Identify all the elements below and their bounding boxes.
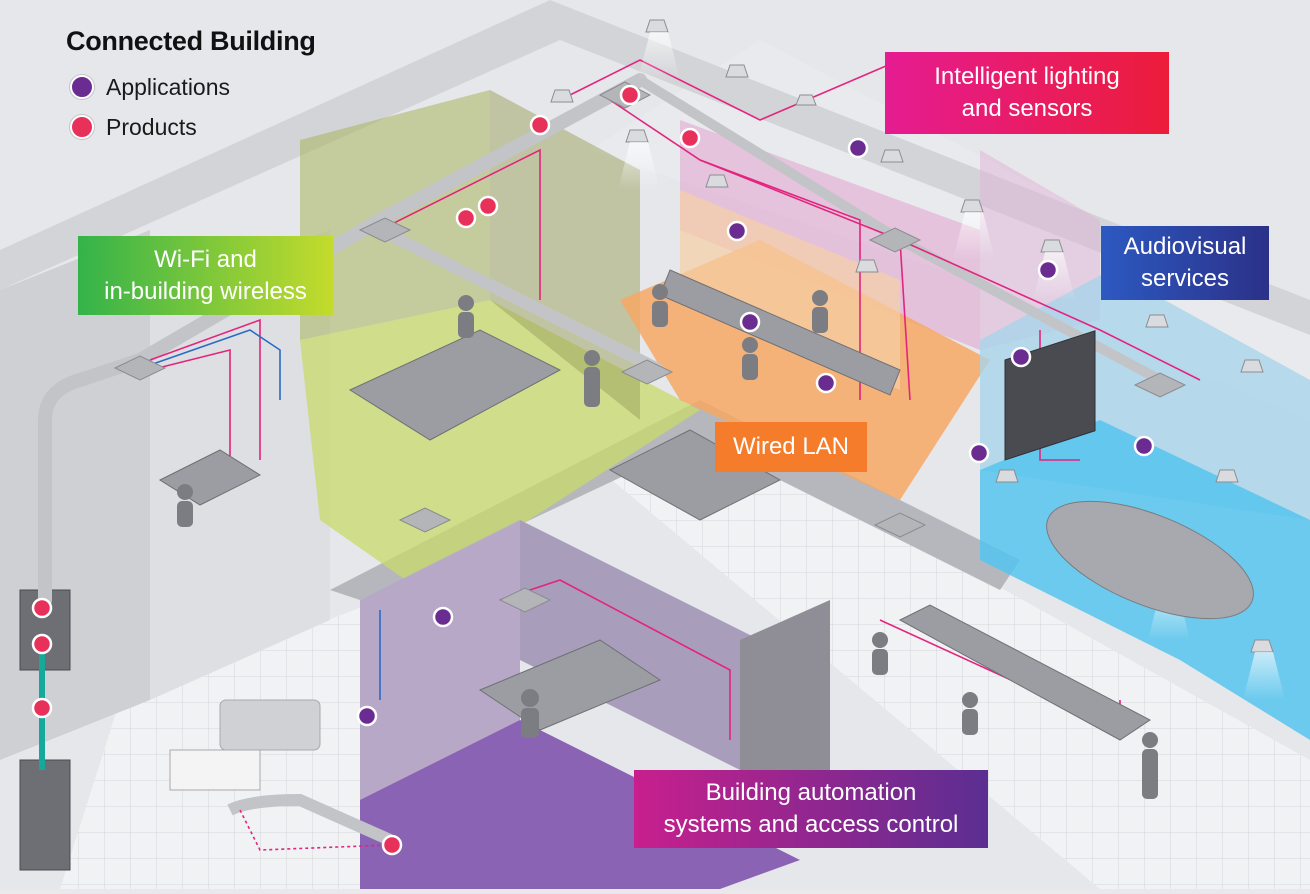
- application-marker: [1133, 435, 1155, 457]
- product-marker: [381, 834, 403, 856]
- cable-tray-lobby: [227, 793, 393, 846]
- product-marker: [31, 697, 53, 719]
- application-markers: [356, 137, 1155, 727]
- product-marker: [31, 597, 53, 619]
- callout-wifi-wireless: Wi-Fi and in-building wireless: [78, 236, 333, 315]
- application-marker: [726, 220, 748, 242]
- cable-tray-branch: [377, 224, 663, 376]
- application-marker: [847, 137, 869, 159]
- conference-table: [1046, 500, 1254, 620]
- legend-products: Products: [70, 113, 197, 141]
- lighting-zone-wall: [680, 120, 980, 350]
- product-marker: [679, 127, 701, 149]
- ceiling-lights: [550, 19, 1274, 653]
- products-dot-icon: [70, 115, 94, 139]
- application-marker: [1037, 259, 1059, 281]
- lobby-sofa: [219, 699, 321, 751]
- ceiling-hubs: [113, 81, 1187, 613]
- blue-cabling: [149, 329, 381, 700]
- application-marker: [739, 311, 761, 333]
- application-marker: [815, 372, 837, 394]
- server-rack-lower: [19, 759, 71, 871]
- legend-products-label: Products: [106, 113, 197, 140]
- callout-wired-lan: Wired LAN: [715, 422, 867, 472]
- application-marker: [1010, 346, 1032, 368]
- product-marker: [619, 84, 641, 106]
- legend-applications-label: Applications: [106, 73, 231, 100]
- product-marker: [477, 195, 499, 217]
- product-marker: [31, 633, 53, 655]
- desks: [158, 269, 1151, 741]
- product-marker: [455, 207, 477, 229]
- automation-zone-back-wall: [520, 520, 760, 780]
- product-marker: [529, 114, 551, 136]
- product-markers: [31, 84, 701, 856]
- application-marker: [968, 442, 990, 464]
- people: [177, 284, 1158, 799]
- application-marker: [356, 705, 378, 727]
- callout-audiovisual-services: Audiovisual services: [1101, 226, 1269, 300]
- legend-applications: Applications: [70, 73, 230, 101]
- application-marker: [432, 606, 454, 628]
- callout-intelligent-lighting: Intelligent lighting and sensors: [885, 52, 1169, 134]
- legend-title: Connected Building: [66, 26, 316, 56]
- lobby-desk: [169, 749, 261, 791]
- callout-building-automation: Building automation systems and access c…: [634, 770, 988, 848]
- applications-dot-icon: [70, 75, 94, 99]
